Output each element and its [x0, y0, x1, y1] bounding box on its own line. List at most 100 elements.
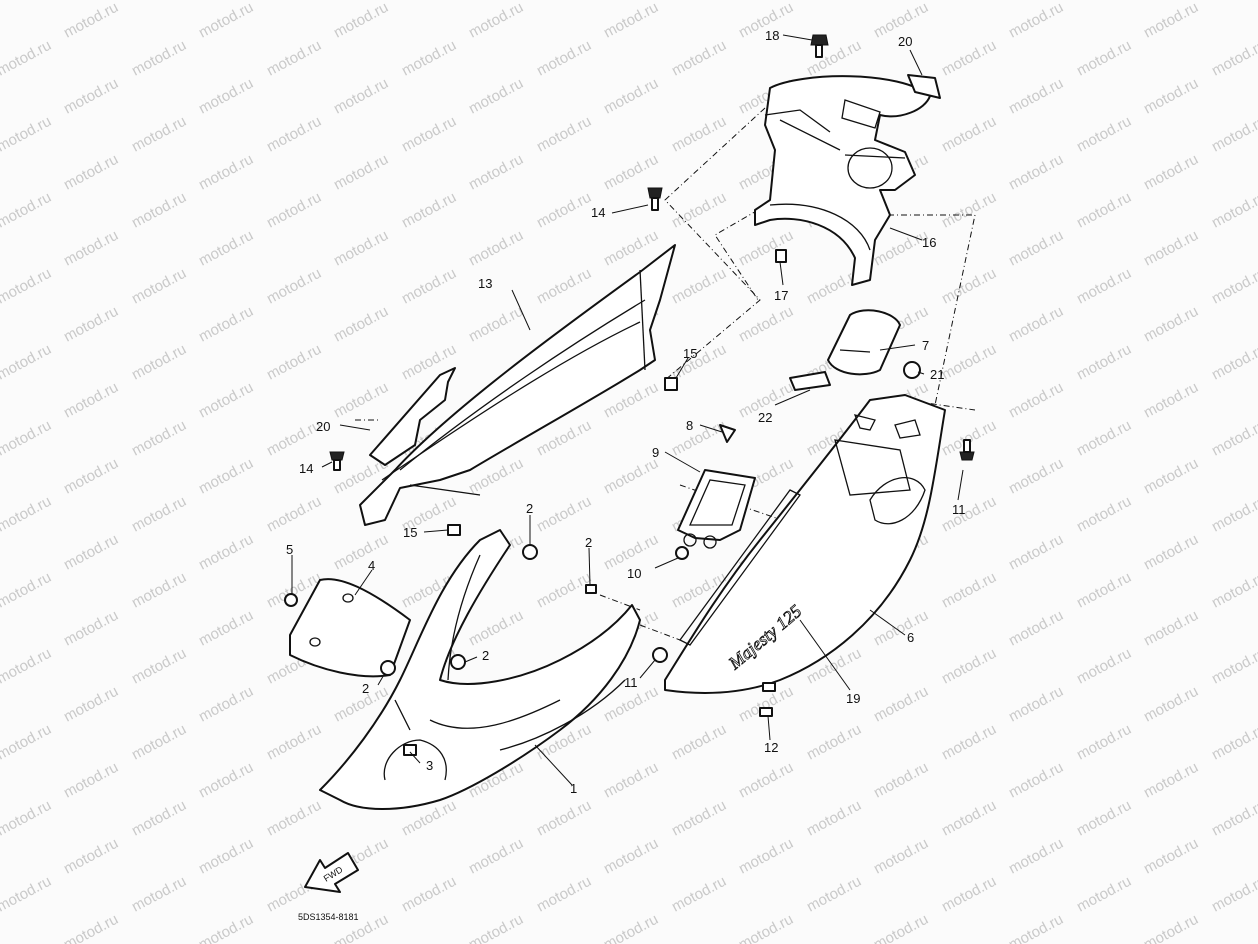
callout-13: 13	[478, 276, 492, 291]
watermark-text: motod.ru	[601, 455, 661, 498]
watermark-text: motod.ru	[264, 0, 324, 4]
watermark-text: motod.ru	[466, 911, 526, 944]
watermark-text: motod.ru	[939, 189, 999, 232]
watermark-text: motod.ru	[871, 683, 931, 726]
callout-6: 6	[907, 630, 914, 645]
watermark-text: motod.ru	[1209, 645, 1258, 688]
watermark-text: motod.ru	[0, 37, 54, 80]
watermark-text: motod.ru	[736, 227, 796, 270]
watermark-text: motod.ru	[264, 721, 324, 764]
watermark-text: motod.ru	[264, 265, 324, 308]
watermark-text: motod.ru	[1209, 341, 1258, 384]
watermark-text: motod.ru	[601, 911, 661, 944]
callout-2b: 2	[585, 535, 592, 550]
watermark-text: motod.ru	[669, 721, 729, 764]
watermark-text: motod.ru	[399, 189, 459, 232]
watermark-text: motod.ru	[466, 75, 526, 118]
watermark-text: motod.ru	[61, 303, 121, 346]
callout-7: 7	[922, 338, 929, 353]
watermark-text: motod.ru	[1006, 683, 1066, 726]
callout-numbers: 1 2 2 2 2 3 4 5 6 7 8 9 10 11 11 12 13 1…	[286, 28, 966, 796]
watermark-text: motod.ru	[196, 0, 256, 42]
fasteners	[284, 34, 975, 756]
watermark-text: motod.ru	[0, 645, 54, 688]
watermark-text: motod.ru	[1141, 759, 1201, 802]
watermark-text: motod.ru	[399, 0, 459, 4]
watermark-text: motod.ru	[1006, 379, 1066, 422]
callout-9: 9	[652, 445, 659, 460]
watermark-text: motod.ru	[129, 645, 189, 688]
watermark-text: motod.ru	[804, 721, 864, 764]
top-small-decal	[907, 74, 941, 99]
watermark-text: motod.ru	[1006, 835, 1066, 878]
watermark-text: motod.ru	[534, 797, 594, 840]
watermark-text: motod.ru	[534, 113, 594, 156]
luggage-hook-bracket	[677, 469, 756, 549]
watermark-text: motod.ru	[61, 75, 121, 118]
watermark-text: motod.ru	[61, 759, 121, 802]
watermark-text: motod.ru	[0, 0, 54, 4]
callout-16: 16	[922, 235, 936, 250]
callout-10: 10	[627, 566, 641, 581]
watermark-text: motod.ru	[264, 37, 324, 80]
cover-pad	[789, 309, 921, 391]
watermark-text: motod.ru	[61, 531, 121, 574]
watermark-text: motod.ru	[0, 417, 54, 460]
callout-2a: 2	[526, 501, 533, 516]
watermark-text: motod.ru	[0, 189, 54, 232]
watermark-text: motod.ru	[1074, 113, 1134, 156]
watermark-text: motod.ru	[1074, 721, 1134, 764]
watermark-text: motod.ru	[939, 341, 999, 384]
watermark-text: motod.ru	[0, 493, 54, 536]
watermark-text: motod.ru	[1141, 151, 1201, 194]
watermark-text: motod.ru	[129, 797, 189, 840]
forward-direction-arrow: FWD	[304, 852, 359, 893]
watermark-text: motod.ru	[466, 303, 526, 346]
watermark-text: motod.ru	[1209, 417, 1258, 460]
watermark-text: motod.ru	[534, 189, 594, 232]
watermark-text: motod.ru	[196, 531, 256, 574]
watermark-text: motod.ru	[939, 797, 999, 840]
watermark-text: motod.ru	[871, 759, 931, 802]
callout-20b: 20	[316, 419, 330, 434]
callout-3: 3	[426, 758, 433, 773]
watermark-text: motod.ru	[196, 151, 256, 194]
watermark-text: motod.ru	[399, 37, 459, 80]
watermark-text: motod.ru	[61, 455, 121, 498]
watermark-text: motod.ru	[0, 341, 54, 384]
watermark-text: motod.ru	[0, 569, 54, 612]
watermark-text: motod.ru	[129, 265, 189, 308]
watermark-text: motod.ru	[1209, 0, 1258, 4]
callout-22: 22	[758, 410, 772, 425]
watermark-text: motod.ru	[804, 873, 864, 916]
watermark-text: motod.ru	[669, 341, 729, 384]
watermark-text: motod.ru	[196, 455, 256, 498]
watermark-text: motod.ru	[61, 607, 121, 650]
watermark-text: motod.ru	[1006, 75, 1066, 118]
callout-1: 1	[570, 781, 577, 796]
callout-8: 8	[686, 418, 693, 433]
watermark-text: motod.ru	[61, 151, 121, 194]
watermark-text: motod.ru	[399, 265, 459, 308]
callout-15a: 15	[683, 346, 697, 361]
watermark-text: motod.ru	[939, 113, 999, 156]
watermark-text: motod.ru	[669, 189, 729, 232]
watermark-text: motod.ru	[1141, 911, 1201, 944]
watermark-text: motod.ru	[534, 0, 594, 4]
callout-12: 12	[764, 740, 778, 755]
watermark-text: motod.ru	[0, 265, 54, 308]
watermark-text: motod.ru	[1006, 151, 1066, 194]
watermark-text: motod.ru	[601, 759, 661, 802]
watermark-text: motod.ru	[534, 265, 594, 308]
leader-lines	[291, 34, 964, 786]
callout-14a: 14	[591, 205, 605, 220]
watermark-text: motod.ru	[939, 37, 999, 80]
watermark-text: motod.ru	[0, 113, 54, 156]
front-lower-cover	[319, 529, 641, 810]
inspection-lid	[289, 578, 411, 678]
watermark-text: motod.ru	[196, 759, 256, 802]
watermark-text: motod.ru	[61, 683, 121, 726]
watermark-text: motod.ru	[129, 189, 189, 232]
watermark-text: motod.ru	[871, 835, 931, 878]
watermark-text: motod.ru	[1006, 911, 1066, 944]
